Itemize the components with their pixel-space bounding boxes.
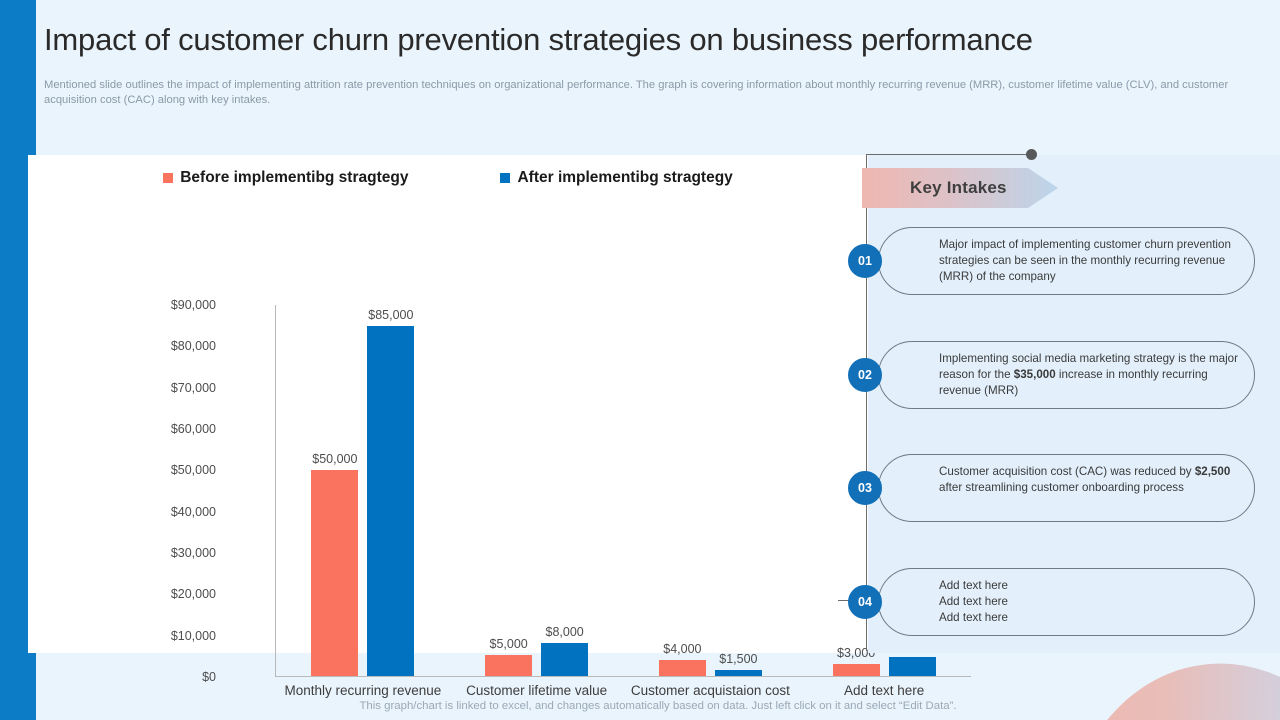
x-axis-tick-2: Customer acquistaion cost [630, 683, 790, 698]
x-axis-tick-1: Customer lifetime value [466, 683, 608, 698]
bar-slot: $85,000 [367, 305, 415, 676]
key-intakes-banner: Key Intakes [862, 168, 1058, 208]
bars-layer: $50,000 $85,000 $5,000 $8,000 $4,000 $1,500 $3… [276, 305, 971, 676]
page-subtitle: Mentioned slide outlines the impact of i… [44, 79, 1229, 106]
plot-axes-frame [275, 305, 971, 677]
bar-1-2[interactable] [714, 669, 762, 676]
y-axis-tick: $10,000 [170, 628, 216, 643]
y-axis-tick: $30,000 [170, 546, 216, 560]
bar-slot: $3,000 [832, 305, 880, 676]
legend-item-1[interactable]: After implementibg stragtegy [500, 169, 733, 187]
key-intake-number-badge: 02 [848, 358, 882, 392]
legend-swatch-icon [500, 173, 511, 183]
legend-label: After implementibg stragtegy [517, 169, 733, 186]
key-intake-card[interactable]: Customer acquisition cost (CAC) was redu… [878, 454, 1255, 522]
x-axis-tick-labels: Monthly recurring revenue Customer lifeti… [276, 683, 971, 698]
legend-label: Before implementibg stragtegy [180, 169, 409, 186]
key-intake-text: Customer acquisition cost (CAC) was redu… [939, 465, 1231, 495]
chart-legend: Before implementibg stragtegy After imple… [28, 169, 868, 187]
y-axis-tick: $0 [202, 670, 216, 684]
y-axis-tick-labels: $0 $10,000 $20,000 $30,000 $40,000 $50,000 $60… [138, 298, 216, 684]
bar-value-label: $1,500 [719, 651, 758, 666]
bar-slot: $8,000 [541, 305, 589, 676]
key-intake-number-badge: 03 [848, 471, 882, 505]
bar-value-label: $5,000 [489, 637, 528, 652]
key-intake-card[interactable]: Implementing social media marketing stra… [878, 341, 1255, 409]
bar-1-3[interactable] [888, 657, 936, 676]
y-axis-tick: $40,000 [170, 504, 216, 519]
legend-item-0[interactable]: Before implementibg stragtegy [163, 169, 408, 187]
key-intake-item-02[interactable]: Implementing social media marketing stra… [848, 341, 1260, 409]
bar-0-2[interactable] [658, 659, 706, 676]
y-axis-tick: $20,000 [170, 587, 216, 602]
bar-1-0[interactable] [367, 325, 415, 676]
key-intakes-title: Key Intakes [910, 178, 1007, 197]
bar-slot: $1,500 [714, 305, 762, 676]
bar-value-label: $85,000 [368, 307, 414, 322]
timeline-top-connector [866, 154, 1032, 156]
key-intake-text: Major impact of implementing customer ch… [939, 238, 1231, 284]
y-axis-tick: $80,000 [170, 339, 216, 354]
page-title: Impact of customer churn prevention stra… [44, 22, 1033, 57]
y-axis-tick: $70,000 [170, 380, 216, 395]
y-axis-tick: $90,000 [170, 298, 216, 312]
bar-group: $5,000 $8,000 [450, 305, 624, 676]
bar-value-label: $50,000 [312, 451, 358, 466]
bar-0-1[interactable] [485, 655, 533, 676]
chart-panel: Before implementibg stragtegy After imple… [28, 155, 971, 698]
key-intake-item-01[interactable]: Major impact of implementing customer ch… [848, 227, 1260, 295]
key-intake-text: Implementing social media marketing stra… [939, 352, 1238, 398]
x-axis-tick-0: Monthly recurring revenue [284, 683, 442, 698]
chart-plot-area: $0 $10,000 $20,000 $30,000 $40,000 $50,000 $60… [138, 233, 971, 698]
bar-value-label: $4,000 [663, 641, 702, 656]
legend-swatch-icon [163, 173, 174, 183]
slide-header: Impact of customer churn prevention stra… [36, 0, 1280, 140]
y-axis-tick: $50,000 [170, 463, 216, 478]
bar-group: $50,000 $85,000 [276, 305, 450, 676]
key-intake-card[interactable]: Major impact of implementing customer ch… [878, 227, 1255, 295]
key-intake-number-badge: 04 [848, 585, 882, 619]
bar-slot: $50,000 [311, 305, 359, 676]
bar-0-0[interactable] [311, 469, 359, 676]
bar-value-label: $8,000 [545, 625, 584, 640]
bar-slot: $4,000 [658, 305, 706, 676]
key-intake-item-03[interactable]: Customer acquisition cost (CAC) was redu… [848, 454, 1260, 522]
bar-slot: $5,000 [485, 305, 533, 676]
y-axis-tick: $60,000 [170, 422, 216, 436]
timeline-vertical-line [866, 155, 868, 651]
bar-1-1[interactable] [541, 643, 589, 676]
bar-group: $4,000 $1,500 [624, 305, 798, 676]
footer-note: This graph/chart is linked to excel, and… [359, 700, 957, 712]
bar-0-3[interactable] [832, 663, 880, 676]
bar-value-label: $3,000 [837, 645, 876, 660]
key-intake-number-badge: 01 [848, 244, 882, 278]
x-axis-tick-3: Add text here [843, 683, 925, 698]
timeline-end-dot-icon [1026, 149, 1037, 160]
